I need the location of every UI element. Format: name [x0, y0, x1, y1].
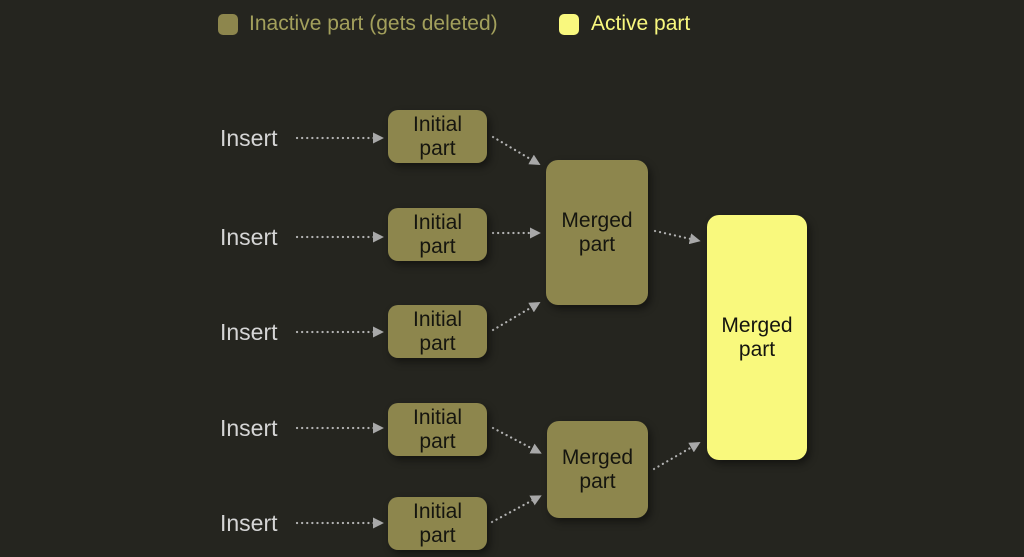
node-label: Merged part: [561, 445, 634, 493]
node-label: Initial part: [412, 307, 463, 355]
node-label: Initial part: [412, 210, 463, 258]
node-label: Initial part: [412, 112, 463, 160]
initial-part-node-3: Initial part: [388, 305, 487, 358]
insert-label-5: Insert: [220, 510, 278, 536]
merged-part-node-final: Merged part: [707, 215, 807, 460]
initial-part-node-2: Initial part: [388, 208, 487, 261]
arrow-initial4-to-merged-bottom: [491, 426, 542, 454]
node-label: Initial part: [412, 499, 463, 547]
arrow-initial1-to-merged-top: [491, 135, 541, 166]
arrow-initial5-to-merged-bottom: [490, 495, 542, 524]
insert-label-1: Insert: [220, 125, 278, 151]
inactive-part-swatch-icon: [218, 14, 238, 35]
initial-part-node-4: Initial part: [388, 403, 487, 456]
merged-part-node-top: Merged part: [546, 160, 648, 305]
insert-label-3: Insert: [220, 319, 278, 345]
insert-label-4: Insert: [220, 415, 278, 441]
legend-inactive-label: Inactive part (gets deleted): [249, 12, 498, 35]
initial-part-node-5: Initial part: [388, 497, 487, 550]
arrow-merged-top-to-final: [653, 229, 701, 245]
arrow-merged-bottom-to-final: [652, 442, 701, 471]
initial-part-node-1: Initial part: [388, 110, 487, 163]
merged-part-node-bottom: Merged part: [547, 421, 648, 518]
node-label: Merged part: [561, 208, 633, 256]
legend-active-label: Active part: [591, 12, 691, 35]
active-part-swatch-icon: [559, 14, 579, 35]
node-label: Merged part: [721, 313, 793, 361]
node-label: Initial part: [412, 405, 463, 453]
insert-label-2: Insert: [220, 224, 278, 250]
arrow-initial3-to-merged-top: [491, 301, 541, 332]
